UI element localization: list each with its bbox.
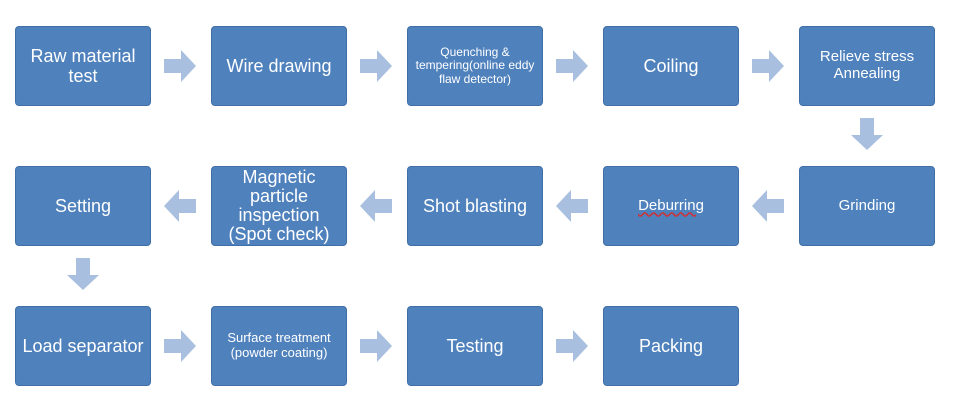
arrow-right-icon (360, 330, 392, 362)
arrow-right-icon (164, 330, 196, 362)
step-deburring: Deburring (603, 166, 739, 246)
arrow-left-icon (360, 190, 392, 222)
arrow-down-icon (67, 258, 99, 290)
step-relieve-stress-annealing: Relieve stress Annealing (799, 26, 935, 106)
step-label: Deburring (638, 196, 704, 214)
step-label: Load separator (22, 335, 144, 356)
step-label: Surface treatment (powder coating) (227, 330, 331, 360)
arrow-right-icon (556, 50, 588, 82)
arrow-right-icon (556, 330, 588, 362)
step-testing: Testing (407, 306, 543, 386)
step-surface-treatment: Surface treatment (powder coating) (211, 306, 347, 386)
arrow-right-icon (752, 50, 784, 82)
step-label: Setting (54, 195, 112, 216)
step-shot-blasting: Shot blasting (407, 166, 543, 246)
arrow-left-icon (164, 190, 196, 222)
step-quenching-tempering: Quenching & tempering(online eddy flaw d… (407, 26, 543, 106)
arrow-left-icon (556, 190, 588, 222)
arrow-right-icon (164, 50, 196, 82)
step-label: Coiling (643, 55, 699, 76)
step-label: Testing (446, 335, 504, 356)
step-grinding: Grinding (799, 166, 935, 246)
arrow-left-icon (752, 190, 784, 222)
step-setting: Setting (15, 166, 151, 246)
step-label: Raw material test (30, 45, 136, 86)
step-label: Packing (638, 335, 704, 356)
step-wire-drawing: Wire drawing (211, 26, 347, 106)
step-label: Relieve stress Annealing (819, 48, 915, 82)
step-magnetic-particle-inspection: Magnetic particle inspection (Spot check… (211, 166, 347, 246)
step-label: Wire drawing (226, 55, 332, 76)
step-raw-material-test: Raw material test (15, 26, 151, 106)
step-load-separator: Load separator (15, 306, 151, 386)
step-label: Magnetic particle inspection (Spot check… (228, 167, 330, 244)
step-coiling: Coiling (603, 26, 739, 106)
step-label: Grinding (838, 196, 896, 214)
arrow-right-icon (360, 50, 392, 82)
step-label: Quenching & tempering(online eddy flaw d… (415, 44, 535, 86)
step-packing: Packing (603, 306, 739, 386)
step-label: Shot blasting (422, 195, 528, 216)
arrow-down-icon (851, 118, 883, 150)
